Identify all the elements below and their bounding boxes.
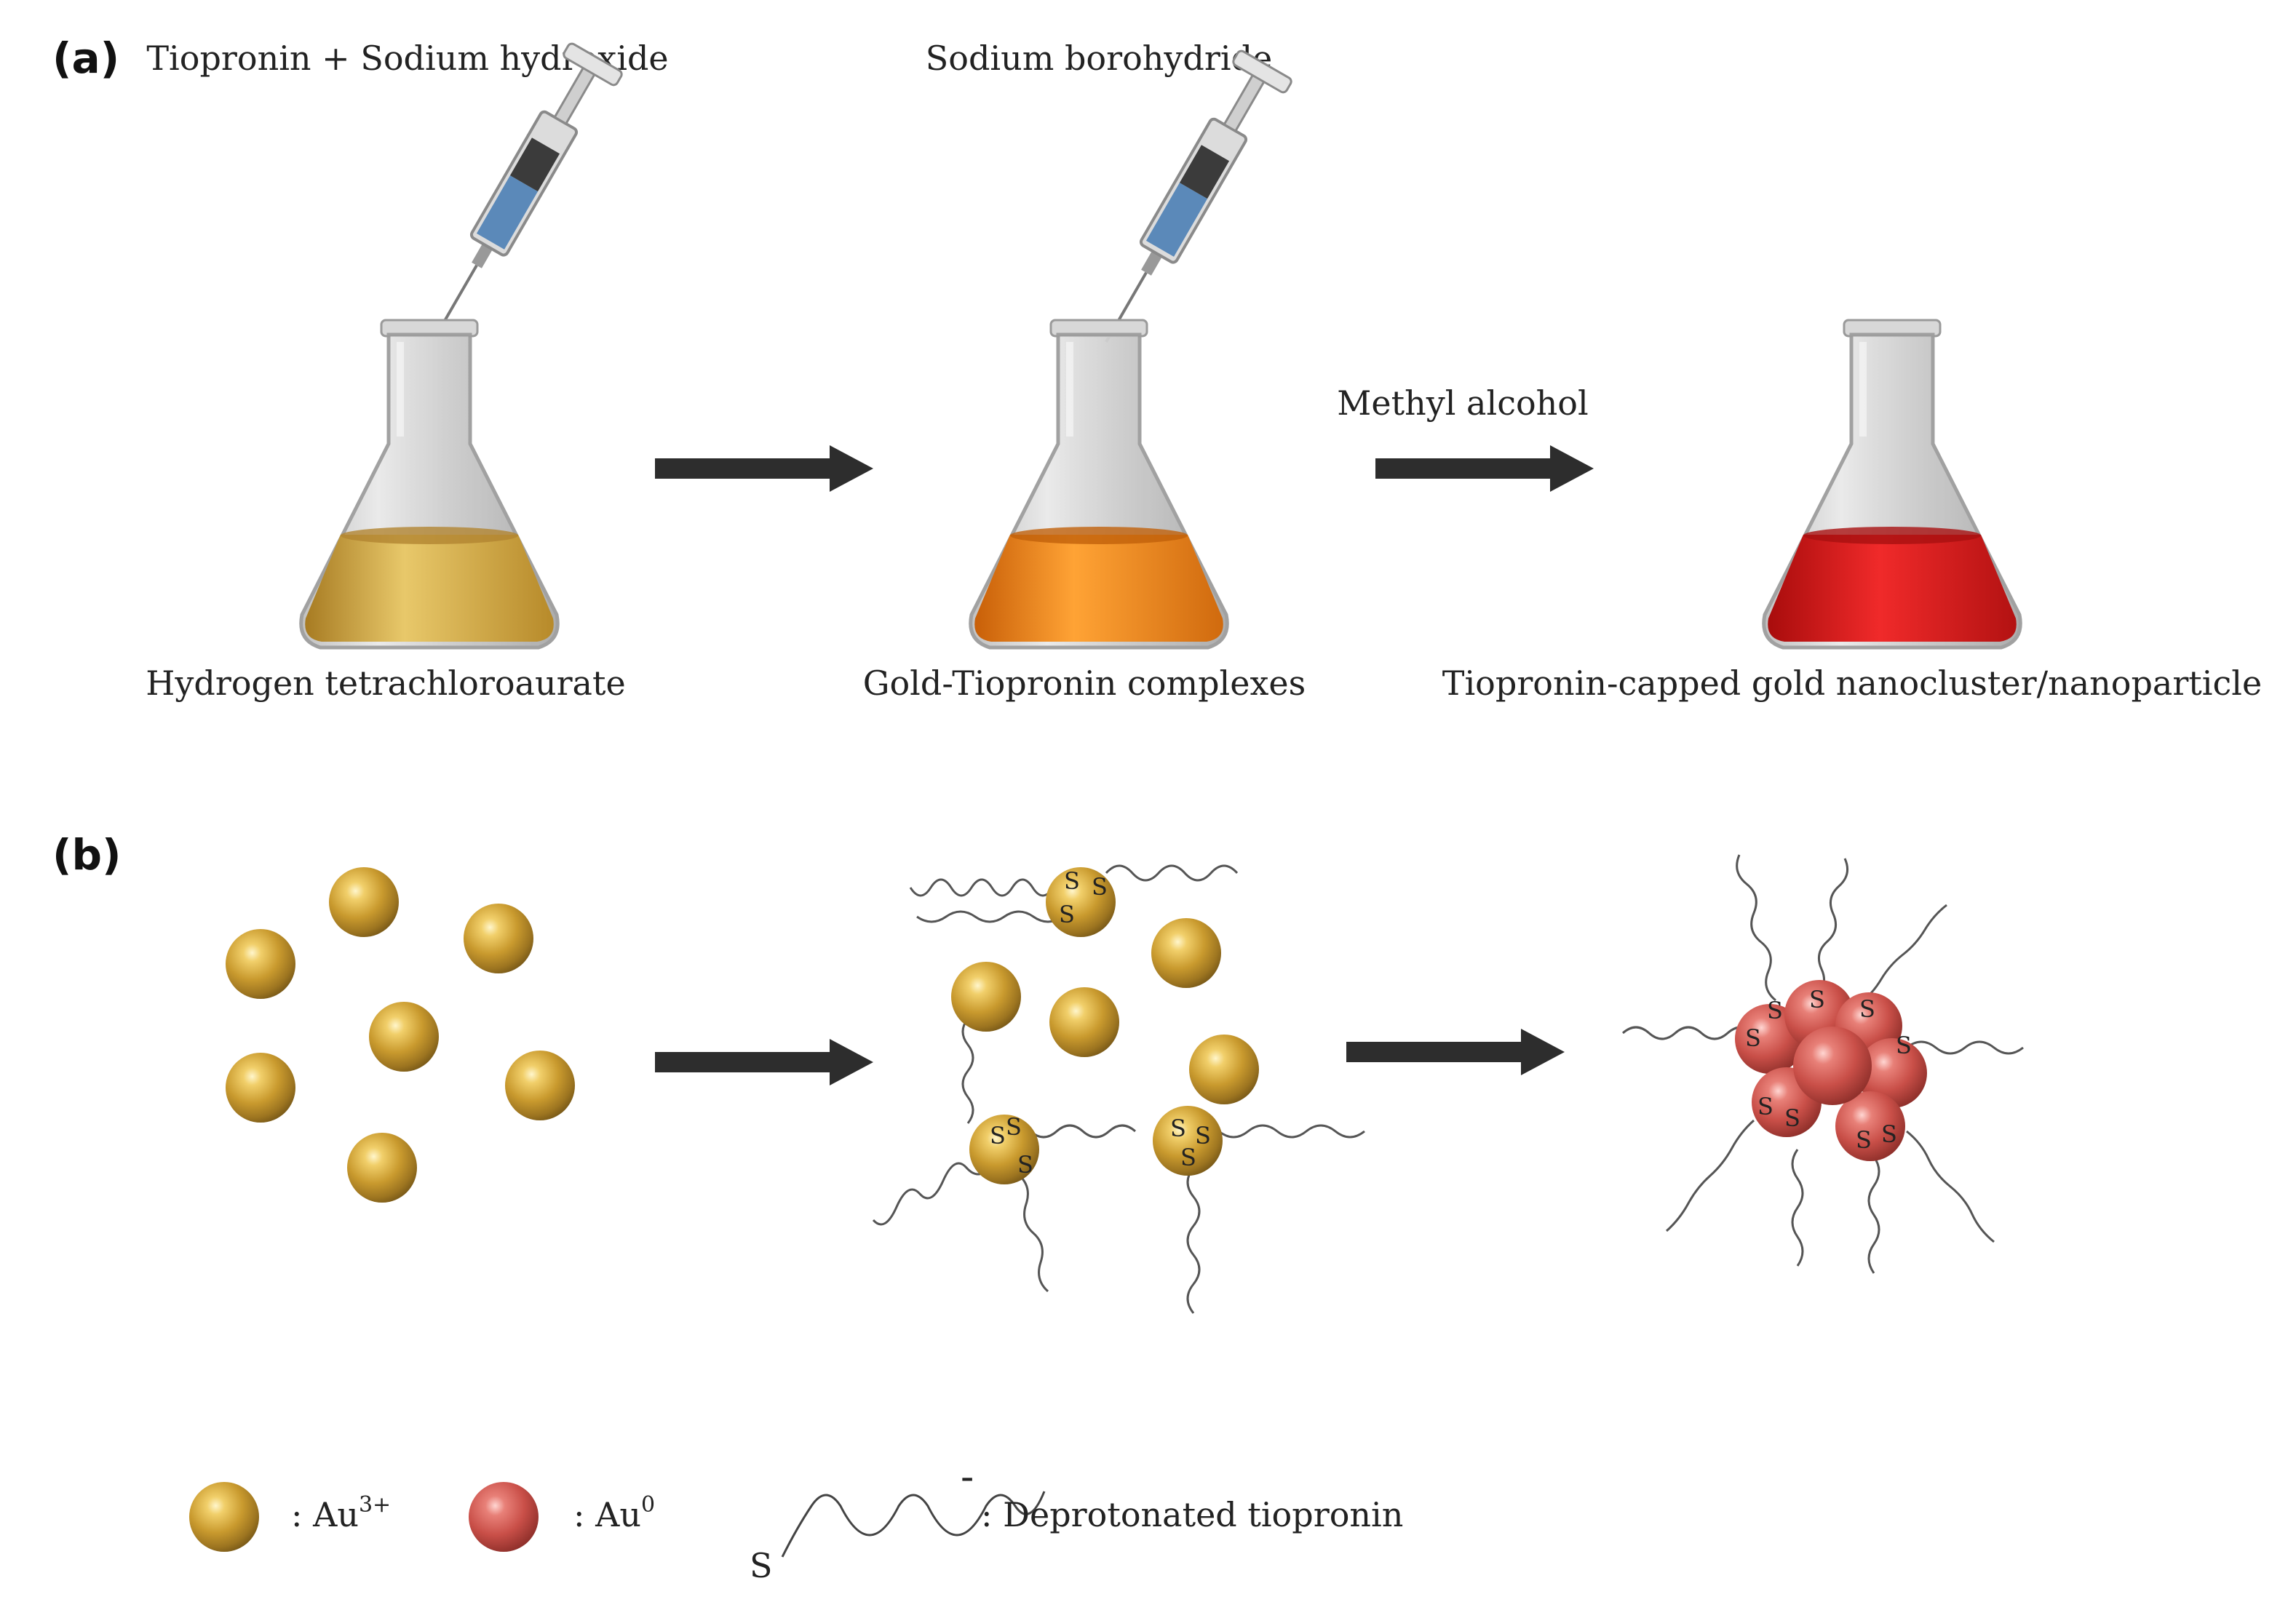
tiopronin-chain — [1906, 1130, 1995, 1243]
svg-text:S: S — [1745, 1024, 1761, 1052]
legend-tiopronin-icon — [781, 1491, 1046, 1558]
au3-ion — [464, 904, 533, 973]
legend-au3-icon — [189, 1482, 259, 1552]
sulfur-labels-b2: S S S S S S S S S — [990, 867, 1211, 1179]
au3-ion — [226, 929, 295, 999]
au0-atom — [1835, 1091, 1905, 1161]
reagent-2-label: Sodium borohydride — [926, 39, 1273, 78]
sulfur-labels-b3: S S S S S S S S S — [1745, 986, 1912, 1154]
svg-text:S: S — [1170, 1115, 1186, 1142]
tiopronin-chain — [872, 1162, 991, 1226]
panel-a-label: (a) — [52, 33, 119, 83]
au0-atom — [1857, 1038, 1927, 1108]
tiopronin-chain — [916, 910, 1063, 923]
arrow-b-2 — [1346, 1029, 1565, 1075]
au3-ion — [369, 1002, 439, 1072]
legend-tiopronin-label: : Deprotonated tiopronin — [981, 1495, 1403, 1534]
au3-complex — [1153, 1106, 1223, 1176]
tiopronin-chain — [961, 1018, 974, 1124]
arrow-a-1 — [655, 445, 873, 492]
flask-1-icon — [299, 319, 560, 650]
legend-au0-icon — [469, 1482, 539, 1552]
tiopronin-chain — [1736, 854, 1776, 1002]
tiopronin-chain — [1105, 864, 1239, 882]
tiopronin-chain — [1017, 1173, 1049, 1293]
svg-text:S: S — [1092, 873, 1108, 901]
flask-2-label: Gold-Tiopronin complexes — [863, 663, 1306, 703]
au3-ion — [1151, 918, 1221, 988]
tiopronin-chain — [1814, 858, 1849, 998]
tiopronin-chain — [1906, 1040, 2024, 1055]
svg-text:S: S — [1856, 1126, 1872, 1154]
svg-text:S: S — [1896, 1032, 1912, 1059]
tiopronin-chain — [1867, 1156, 1880, 1274]
tiopronin-chain — [1791, 1149, 1804, 1267]
au0-atom — [1793, 1027, 1872, 1105]
tiopronin-chain — [1859, 904, 1947, 1005]
complex-group — [872, 864, 1365, 1314]
svg-text:S: S — [1195, 1122, 1211, 1149]
svg-text:S: S — [1767, 997, 1783, 1024]
arrow-b-1 — [655, 1039, 873, 1085]
syringe-1-icon — [435, 42, 623, 335]
svg-text:S: S — [1006, 1113, 1022, 1141]
svg-text:S: S — [1017, 1151, 1033, 1179]
au3-ion — [329, 867, 399, 937]
complex-ions — [951, 867, 1259, 1184]
svg-text:S: S — [1757, 1093, 1773, 1120]
au3-complex — [969, 1115, 1039, 1184]
flask-3-label: Tiopronin-capped gold nanocluster/nanopa… — [1442, 663, 2262, 703]
au3-ion-group — [226, 867, 575, 1203]
tiopronin-chain — [1218, 1124, 1365, 1139]
tiopronin-chain — [1622, 1026, 1755, 1040]
au3-ion — [1189, 1035, 1259, 1104]
svg-text:S: S — [1881, 1120, 1897, 1148]
tiopronin-chain — [1186, 1167, 1201, 1314]
panel-b-label: (b) — [52, 830, 122, 880]
tiopronin-chain — [1666, 1119, 1755, 1232]
svg-text:S: S — [1180, 1144, 1196, 1171]
legend-tiopronin-s: S — [750, 1546, 773, 1585]
arrow-a-2 — [1375, 445, 1594, 492]
au3-complex — [1046, 867, 1116, 937]
svg-text:S: S — [1059, 901, 1075, 928]
au3-ion — [347, 1133, 417, 1203]
svg-text:S: S — [1784, 1104, 1800, 1132]
nanocluster — [1735, 980, 1927, 1161]
au3-complex — [951, 962, 1021, 1032]
legend: : Au3+ : Au0 S - : Deprotonated tioproni… — [189, 1454, 1403, 1585]
syringe-2-icon — [1105, 49, 1292, 343]
au3-ion — [505, 1051, 575, 1120]
svg-text:S: S — [990, 1122, 1006, 1149]
legend-tiopronin-charge: - — [961, 1454, 974, 1499]
flask-1-label: Hydrogen tetrachloroaurate — [146, 663, 625, 703]
flask-3-icon — [1762, 319, 2022, 650]
svg-text:S: S — [1859, 995, 1875, 1023]
svg-text:S: S — [1809, 986, 1825, 1013]
svg-text:S: S — [1064, 867, 1080, 895]
legend-au0-label: : Au0 — [573, 1492, 655, 1534]
au3-ion — [226, 1053, 295, 1123]
legend-au3-label: : Au3+ — [291, 1492, 391, 1534]
nanocluster-ligands — [1622, 854, 2024, 1274]
flask-2-icon — [969, 319, 1229, 650]
arrow-2-label: Methyl alcohol — [1337, 383, 1588, 423]
au3-ion — [1049, 987, 1119, 1057]
